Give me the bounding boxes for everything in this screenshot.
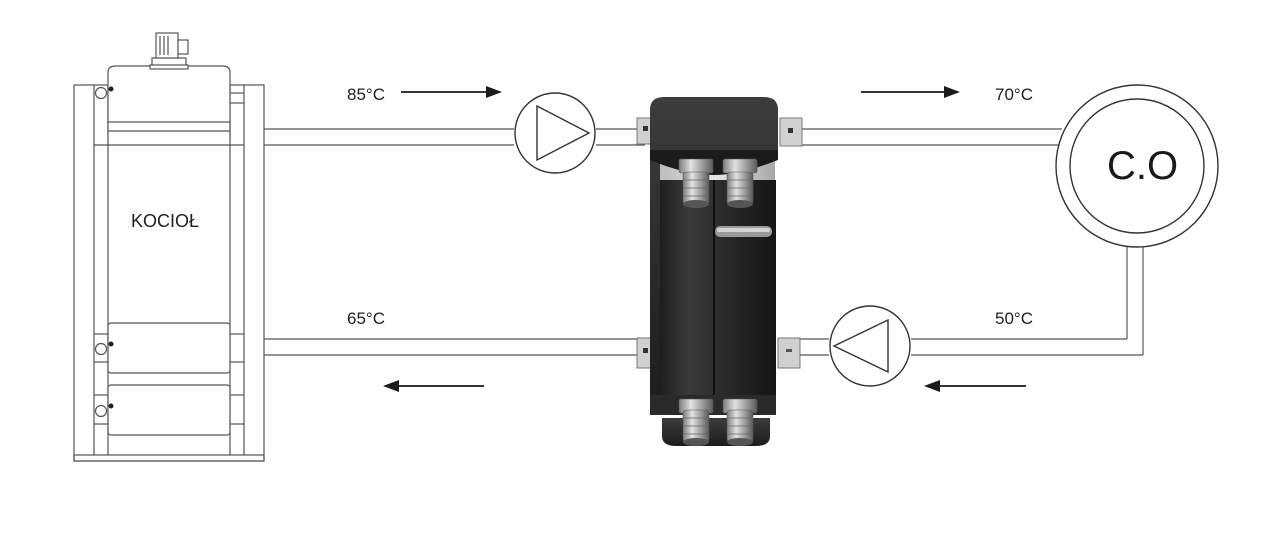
boiler-label: KOCIOŁ xyxy=(131,211,200,231)
pump-icon-return xyxy=(829,305,911,387)
nozzle-bottom-right xyxy=(722,398,758,446)
consumer-label: C.O xyxy=(1107,144,1179,188)
nozzle-top-left xyxy=(678,158,714,208)
nozzle-bottom-left xyxy=(678,398,714,446)
consumer-circle-icon xyxy=(1055,84,1219,248)
temp-boiler-supply: 85°C xyxy=(347,85,385,104)
pipes xyxy=(264,128,1144,356)
temp-consumer-return: 50°C xyxy=(995,309,1033,328)
boiler-icon xyxy=(73,32,265,462)
plate-heat-exchanger-icon xyxy=(636,97,803,446)
temp-boiler-return: 65°C xyxy=(347,309,385,328)
nozzle-top-right xyxy=(722,158,758,208)
flow-arrows xyxy=(383,86,1026,392)
pump-icon-supply xyxy=(514,92,596,174)
temp-consumer-supply: 70°C xyxy=(995,85,1033,104)
